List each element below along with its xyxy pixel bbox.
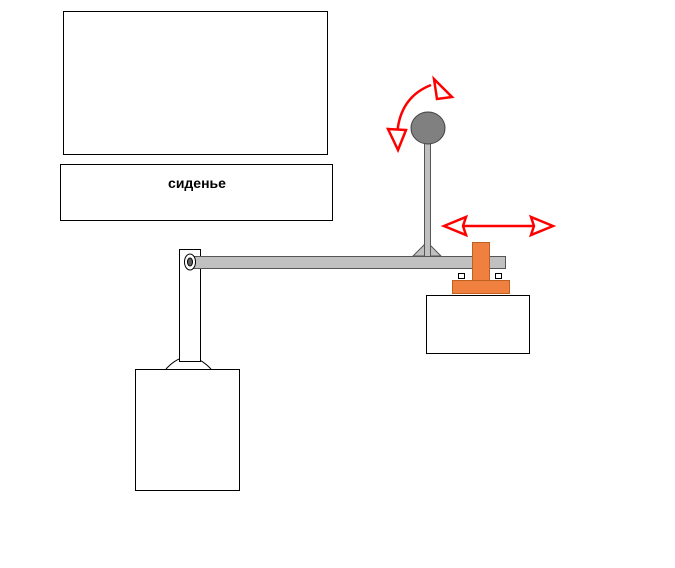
bolt-right <box>495 273 502 279</box>
lever-knob <box>410 111 446 145</box>
seat-label: сиденье <box>168 175 226 191</box>
slider-base <box>452 280 510 294</box>
seat-cushion <box>60 164 333 221</box>
curved-double-arrow-icon <box>385 75 455 154</box>
vertical-post <box>179 249 201 362</box>
horizontal-double-arrow-icon <box>440 214 557 238</box>
lever-stick <box>424 140 431 257</box>
left-support-block <box>135 369 240 491</box>
right-support-block <box>426 295 530 354</box>
slider-post <box>472 242 490 281</box>
seat-backrest <box>63 11 328 155</box>
bolt-left <box>458 273 465 279</box>
horizontal-rod <box>191 256 506 269</box>
pivot-pin <box>187 257 193 267</box>
